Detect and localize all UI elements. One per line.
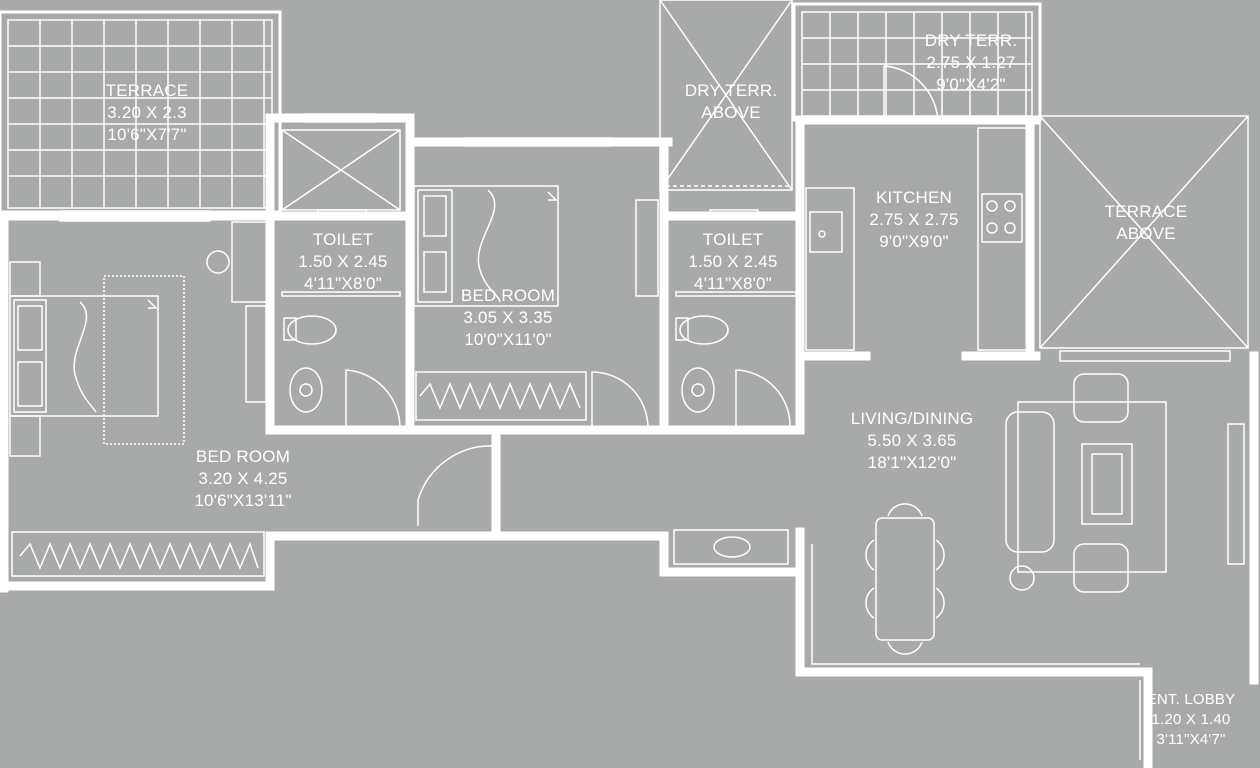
- kitchen-label: KITCHEN 2.75 X 2.75 9'0"X9'0": [869, 187, 958, 253]
- room-imperial: 4'11"X8'0": [304, 274, 382, 293]
- center-wardrobe: [415, 371, 587, 421]
- wash-basin-counter: [673, 529, 789, 565]
- terrace-above-box: [1039, 115, 1249, 349]
- room-imperial: 9'0"X4'2": [936, 75, 1006, 94]
- toilet2-fixtures: [675, 209, 797, 429]
- room-metric: 1.50 X 2.45: [688, 252, 778, 271]
- left-bedroom-door: [417, 445, 495, 526]
- room-name: TERRACE: [1104, 202, 1188, 221]
- entrance-lobby-label: ENT. LOBBY 1.20 X 1.40 3'11"X4'7": [1147, 690, 1236, 750]
- room-name: TOILET: [312, 230, 374, 249]
- room-metric: 5.50 X 3.65: [867, 431, 957, 450]
- room-imperial: 10'6"X13'11": [194, 491, 292, 510]
- room-imperial: 3'11"X4'7": [1156, 731, 1226, 748]
- center-door: [591, 371, 649, 429]
- kitchen-counters: [805, 127, 1029, 351]
- room-imperial: 10'6"X7'7": [107, 125, 187, 144]
- terrace-above-label: TERRACE ABOVE: [1105, 201, 1188, 245]
- room-name: LIVING/DINING: [850, 409, 974, 428]
- living-dining-label: LIVING/DINING 5.50 X 3.65 18'1"X12'0": [851, 408, 974, 474]
- bedroom-left-label: BED ROOM 3.20 X 4.25 10'6"X13'11": [194, 446, 291, 512]
- center-side-table: [635, 199, 659, 297]
- room-imperial: 10'0"X11'0": [464, 330, 552, 349]
- left-bed: [9, 261, 185, 457]
- room-imperial: 4'11"X8'0": [694, 274, 772, 293]
- room-metric: 3.05 X 3.35: [463, 308, 553, 327]
- room-metric: 3.20 X 4.25: [198, 469, 288, 488]
- bedroom-center-label: BED ROOM 3.05 X 3.35 10'0"X11'0": [461, 285, 555, 351]
- left-lamp: [206, 250, 230, 274]
- room-metric: 1.50 X 2.45: [298, 252, 388, 271]
- room-name: DRY TERR.: [684, 81, 778, 100]
- living-sofa-set: [1005, 373, 1167, 593]
- room-metric: 3.20 X 2.3: [107, 103, 187, 122]
- room-name: DRY TERR.: [924, 31, 1018, 50]
- room-sub: ABOVE: [1116, 224, 1176, 243]
- dining-table-set: [865, 503, 945, 655]
- toilet1-label: TOILET 1.50 X 2.45 4'11"X8'0": [298, 229, 387, 295]
- room-name: TERRACE: [105, 81, 189, 100]
- room-metric: 1.20 X 1.40: [1151, 711, 1231, 728]
- room-name: BED ROOM: [460, 286, 556, 305]
- windows: [59, 113, 1245, 565]
- terrace-left-label: TERRACE 3.20 X 2.3 10'6"X7'7": [106, 80, 189, 146]
- left-study-table: [231, 221, 269, 303]
- room-imperial: 18'1"X12'0": [867, 453, 957, 472]
- dry-terrace-above-label: DRY TERR. ABOVE: [685, 80, 778, 124]
- left-side-table: [245, 305, 267, 403]
- dry-terrace-tiles: [792, 2, 1042, 125]
- room-imperial: 9'0"X9'0": [879, 232, 949, 251]
- toilet1-shaft: [281, 129, 401, 219]
- room-metric: 2.75 X 1.27: [926, 53, 1016, 72]
- room-name: TOILET: [702, 230, 764, 249]
- toilet2-label: TOILET 1.50 X 2.45 4'11"X8'0": [688, 229, 777, 295]
- toilet1-fixtures: [281, 291, 401, 429]
- room-name: ENT. LOBBY: [1146, 691, 1236, 708]
- center-bed: [413, 185, 559, 307]
- room-metric: 2.75 X 2.75: [869, 210, 959, 229]
- room-name: BED ROOM: [195, 447, 291, 466]
- room-name: KITCHEN: [875, 188, 953, 207]
- room-sub: ABOVE: [701, 103, 761, 122]
- left-wardrobe: [11, 531, 265, 577]
- dry-terrace-label: DRY TERR. 2.75 X 1.27 9'0"X4'2": [925, 30, 1018, 96]
- walls: [0, 113, 1259, 768]
- dry-terrace-above-box: [659, 0, 793, 191]
